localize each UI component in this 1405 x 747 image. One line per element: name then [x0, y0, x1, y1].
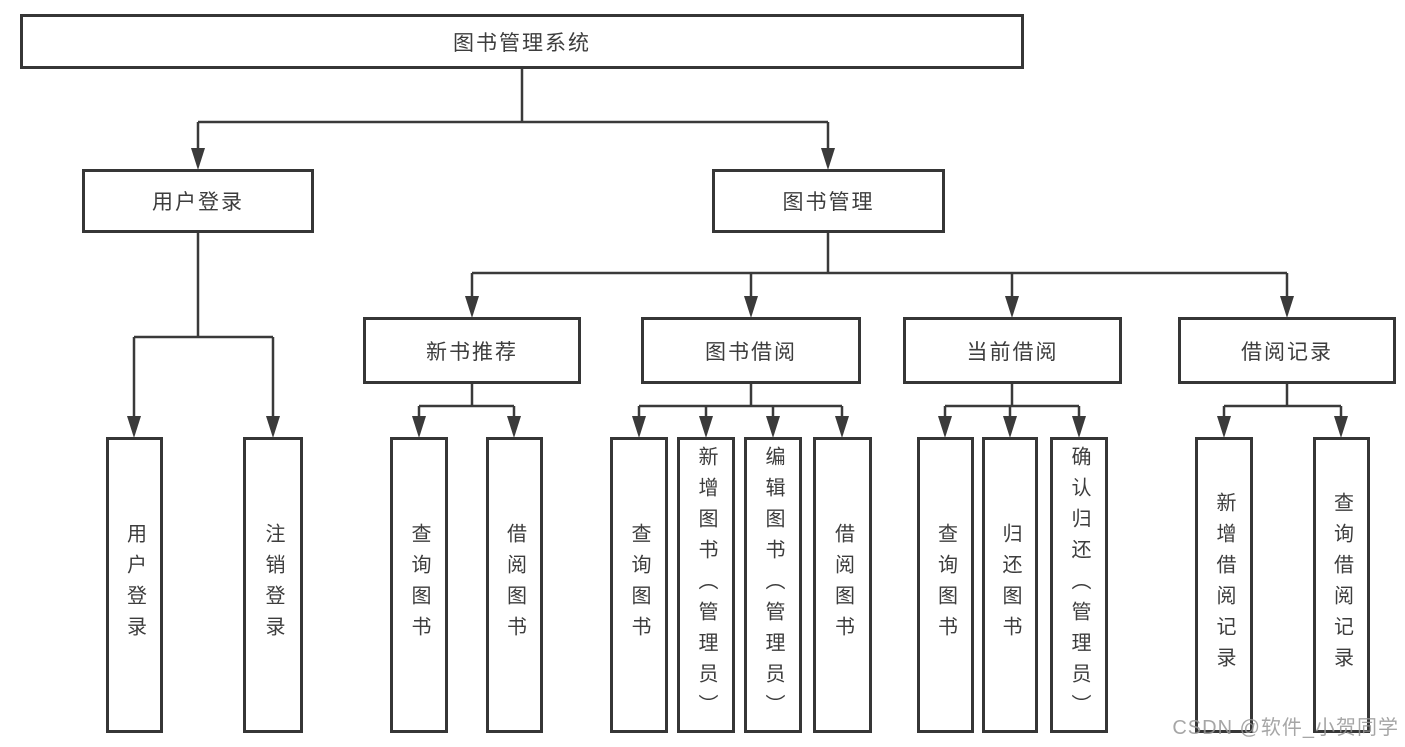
node-borrow-record-label: 借阅记录 — [1241, 340, 1333, 364]
leaf-recommend-query-books-label: 查询图书 — [408, 523, 430, 647]
node-user-login: 用户登录 — [82, 169, 314, 233]
node-current-borrow: 当前借阅 — [903, 317, 1122, 384]
leaf-add-borrow-record-label: 新增借阅记录 — [1213, 492, 1235, 678]
node-root-system: 图书管理系统 — [20, 14, 1024, 69]
leaf-return-books-label: 归还图书 — [999, 523, 1021, 647]
leaf-user-login-label: 用户登录 — [123, 523, 146, 647]
node-borrow-record: 借阅记录 — [1178, 317, 1396, 384]
leaf-add-book-admin-label: 新增图书（管理员） — [695, 445, 717, 725]
arrowheads — [127, 148, 1348, 438]
node-book-management: 图书管理 — [712, 169, 945, 233]
leaf-borrow-borrow-books: 借阅图书 — [813, 437, 872, 733]
leaf-user-login: 用户登录 — [106, 437, 163, 733]
leaf-logout: 注销登录 — [243, 437, 303, 733]
leaf-recommend-borrow-books-label: 借阅图书 — [503, 523, 526, 647]
leaf-current-query-books-label: 查询图书 — [934, 523, 957, 647]
leaf-borrow-borrow-books-label: 借阅图书 — [831, 523, 854, 647]
leaf-add-book-admin: 新增图书（管理员） — [677, 437, 735, 733]
leaf-current-query-books: 查询图书 — [917, 437, 974, 733]
leaf-edit-book-admin: 编辑图书（管理员） — [744, 437, 802, 733]
leaf-recommend-query-books: 查询图书 — [390, 437, 448, 733]
leaf-add-borrow-record: 新增借阅记录 — [1195, 437, 1253, 733]
node-user-login-label: 用户登录 — [152, 191, 244, 214]
node-new-book-recommend-label: 新书推荐 — [426, 340, 518, 364]
leaf-logout-label: 注销登录 — [262, 523, 284, 647]
node-book-management-label: 图书管理 — [782, 191, 875, 214]
leaf-borrow-query-books-label: 查询图书 — [628, 523, 650, 647]
leaf-confirm-return-admin: 确认归还（管理员） — [1050, 437, 1108, 733]
node-book-borrow-label: 图书借阅 — [705, 340, 797, 364]
leaf-query-borrow-record-label: 查询借阅记录 — [1330, 492, 1353, 678]
node-new-book-recommend: 新书推荐 — [363, 317, 581, 384]
csdn-watermark: CSDN @软件_小贺同学 — [1172, 717, 1399, 739]
leaf-confirm-return-admin-label: 确认归还（管理员） — [1068, 445, 1090, 725]
leaf-edit-book-admin-label: 编辑图书（管理员） — [762, 445, 784, 725]
node-root-label: 图书管理系统 — [453, 31, 591, 55]
leaf-return-books: 归还图书 — [982, 437, 1038, 733]
leaf-borrow-query-books: 查询图书 — [610, 437, 668, 733]
leaf-query-borrow-record: 查询借阅记录 — [1313, 437, 1370, 733]
node-book-borrow: 图书借阅 — [641, 317, 861, 384]
node-current-borrow-label: 当前借阅 — [966, 340, 1059, 364]
leaf-recommend-borrow-books: 借阅图书 — [486, 437, 543, 733]
